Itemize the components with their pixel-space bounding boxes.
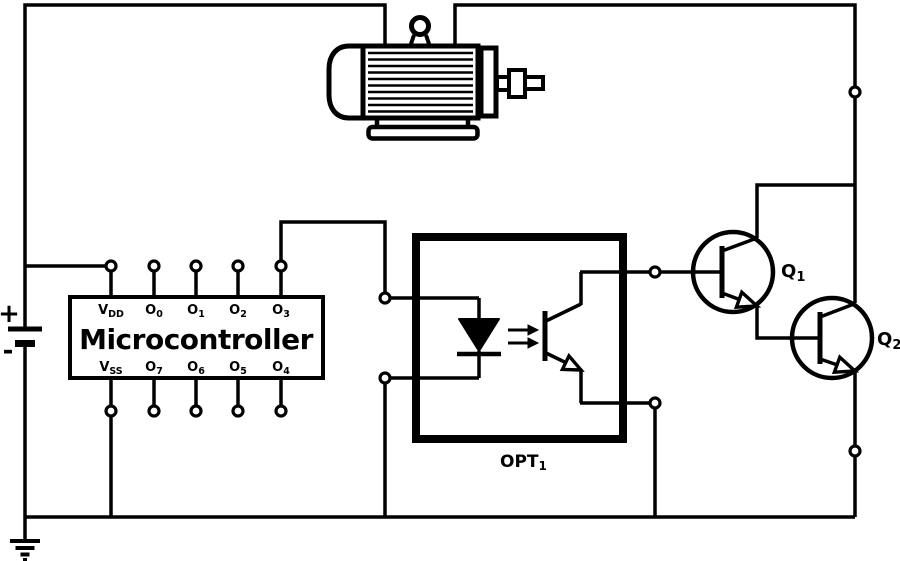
terminal-vss	[104, 404, 118, 418]
pin-label-vss: VSS	[99, 360, 122, 377]
pin-label-o3: O3	[272, 303, 290, 320]
terminal-opto-emitter	[648, 396, 662, 410]
terminal-motor-rail	[848, 85, 862, 99]
dc-motor-icon	[326, 15, 545, 141]
q1-label: Q1	[781, 261, 805, 285]
transistor-q2: Q2	[789, 295, 900, 381]
q2-collector-lead	[819, 302, 855, 319]
q2-label: Q2	[877, 329, 900, 353]
transistor-q1: Q1	[690, 229, 805, 315]
q1-collector-lead	[721, 236, 758, 253]
microcontroller-block: Microcontroller VDD O0 O1 O2 O3 VSS O7 O…	[68, 295, 325, 380]
motor-shaft-coupling	[507, 68, 527, 99]
light-arrow-lines	[508, 328, 529, 345]
pin-label-o7: O7	[145, 360, 163, 377]
battery-minus-label: -	[3, 336, 14, 366]
pin-label-o6: O6	[187, 360, 205, 377]
terminal-o4	[274, 404, 288, 418]
terminal-o7	[147, 404, 161, 418]
optocoupler-label: OPT1	[500, 452, 547, 473]
motor-cooling-fins	[368, 51, 473, 113]
motor-left-cap	[326, 43, 366, 121]
pin-label-o5: O5	[229, 360, 247, 377]
terminal-o5	[231, 404, 245, 418]
pin-label-vdd: VDD	[98, 303, 124, 320]
ground-icon	[10, 539, 40, 561]
optocoupler-block: OPT1	[412, 233, 627, 473]
q1-circle	[690, 229, 776, 315]
terminal-vdd	[104, 259, 118, 273]
pin-label-o4: O4	[272, 360, 290, 377]
q2-circle	[789, 295, 875, 381]
motor-lifting-eye	[409, 15, 431, 37]
q1-emitter-arrow	[733, 289, 762, 310]
phototransistor-icon	[542, 272, 585, 403]
phototransistor-emitter-arrow	[559, 352, 585, 372]
ground-bars	[10, 539, 40, 561]
battery-plus-label: +	[0, 299, 20, 329]
optocoupler-outline	[412, 233, 627, 443]
phototransistor-emitter	[545, 351, 583, 403]
terminal-o1	[189, 259, 203, 273]
motor-shaft-rod	[523, 75, 545, 91]
terminal-opto-collector	[648, 265, 662, 279]
q2-emitter-arrow	[831, 354, 860, 375]
led-triangle	[458, 318, 500, 352]
motor-base-plate	[366, 124, 480, 141]
pin-label-o1: O1	[187, 303, 205, 320]
phototransistor-collector	[545, 272, 583, 323]
terminal-emitter-rail	[848, 444, 862, 458]
terminal-o0	[147, 259, 161, 273]
light-arrow-head-top	[527, 324, 540, 336]
pin-label-o0: O0	[145, 303, 163, 320]
battery-icon: + -	[0, 299, 42, 366]
motor-eye-shoulders	[409, 34, 431, 45]
terminal-o2	[231, 259, 245, 273]
microcontroller-title: Microcontroller	[79, 323, 313, 356]
terminal-opto-cathode	[378, 371, 392, 385]
motor-body	[360, 43, 481, 121]
led-icon	[457, 298, 501, 378]
connection-terminals	[104, 85, 862, 458]
terminal-opto-anode	[378, 291, 392, 305]
light-emission-arrows-icon	[508, 324, 540, 349]
pin-label-o2: O2	[229, 303, 247, 320]
motor-right-plate	[478, 45, 499, 119]
light-arrow-head-bottom	[527, 337, 540, 349]
microcontroller-outline	[68, 295, 325, 380]
terminal-o6	[189, 404, 203, 418]
terminal-o3	[274, 259, 288, 273]
